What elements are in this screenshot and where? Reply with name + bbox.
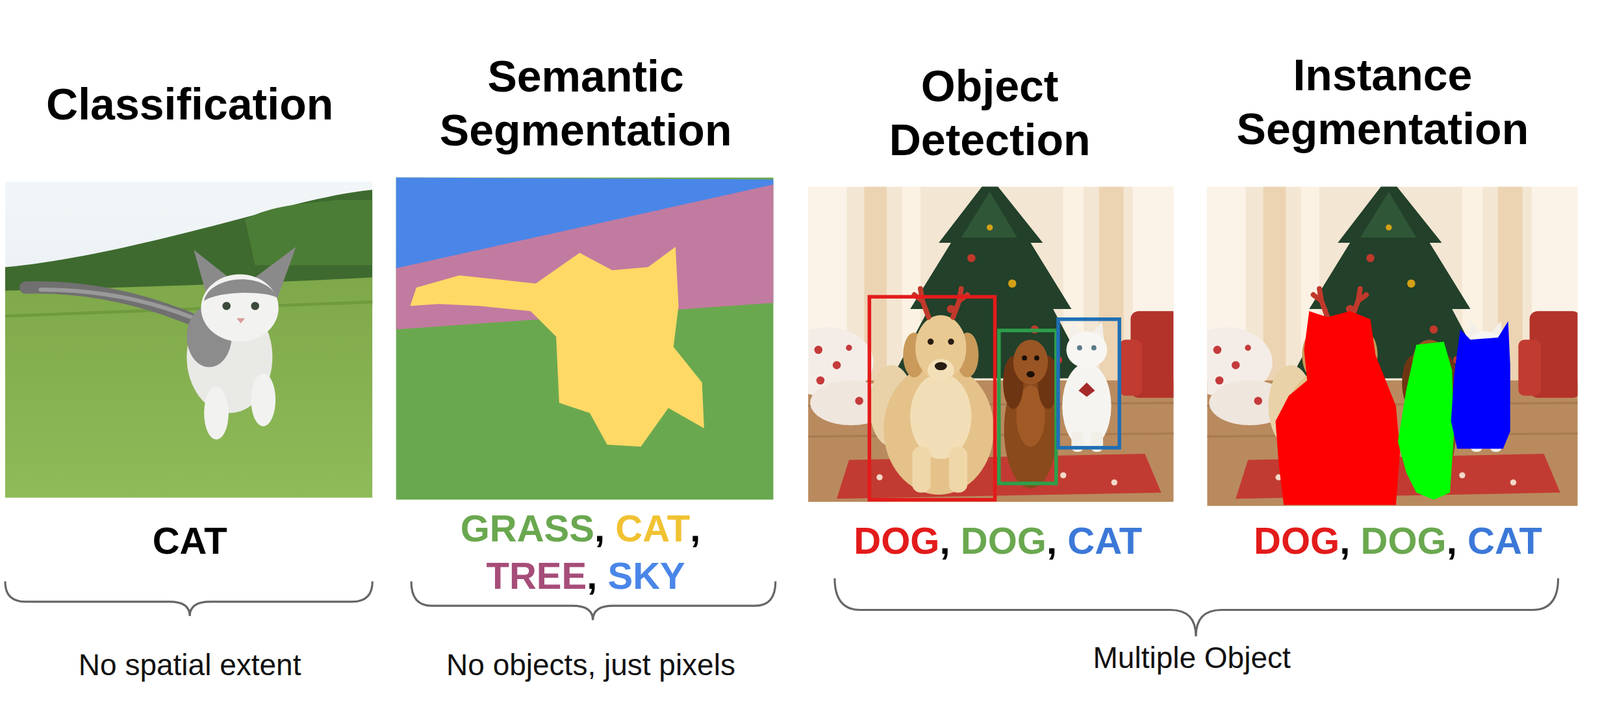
class-label: CAT: [152, 519, 228, 564]
class-label: DOG: [1360, 519, 1447, 564]
title-block: Object Detection: [821, 59, 1159, 167]
curly-brace: [5, 578, 1559, 638]
instance-mask: [1275, 311, 1400, 505]
instance-photo: [1206, 186, 1578, 507]
caption: No objects, just pixels: [446, 647, 736, 683]
label-row: DOG,DOG,CAT: [1253, 519, 1543, 564]
detection-photo: [808, 186, 1174, 502]
label-row: No spatial extent: [78, 647, 302, 683]
title-block: Semantic Segmentation: [417, 49, 755, 158]
class-label: CAT: [1467, 519, 1543, 564]
title-block: Instance Segmentation: [1213, 48, 1552, 156]
label-row: No objects, just pixels: [446, 647, 736, 683]
instance-mask: [1397, 341, 1454, 501]
class-label: DOG: [853, 519, 940, 564]
label-row: Multiple Object: [1093, 640, 1291, 676]
label-row: DOG,DOG,CAT: [853, 519, 1143, 564]
class-label: SKY: [608, 554, 686, 599]
class-label: DOG: [1253, 519, 1340, 564]
panel-title: Semantic Segmentation: [417, 49, 755, 158]
label-row: GRASS,CAT,: [460, 506, 712, 551]
instance-mask: [1451, 321, 1511, 449]
separator: ,: [586, 554, 597, 599]
class-label: DOG: [960, 519, 1047, 564]
bounding-box: [869, 296, 995, 501]
label-row: TREE,SKY: [485, 554, 685, 599]
caption: Multiple Object: [1093, 640, 1291, 676]
title-block: Classification: [46, 77, 334, 132]
panel-title: Instance Segmentation: [1213, 48, 1552, 156]
caption: No spatial extent: [78, 647, 302, 683]
separator: ,: [1339, 519, 1350, 564]
bounding-box: [1058, 319, 1120, 449]
segmentation-map: [395, 177, 774, 500]
class-label: CAT: [615, 506, 690, 551]
separator: ,: [689, 506, 701, 551]
label-row: CAT: [152, 519, 228, 564]
separator: ,: [1046, 519, 1057, 564]
panel-title: Object Detection: [821, 59, 1159, 167]
class-label: TREE: [485, 554, 587, 599]
separator: ,: [1446, 519, 1458, 564]
panel-title: Classification: [46, 77, 334, 132]
class-label: CAT: [1067, 519, 1143, 564]
bounding-box: [999, 330, 1057, 484]
separator: ,: [939, 519, 950, 564]
separator: ,: [594, 506, 605, 551]
class-label: GRASS: [460, 506, 595, 551]
kitten-photo: [5, 181, 373, 499]
